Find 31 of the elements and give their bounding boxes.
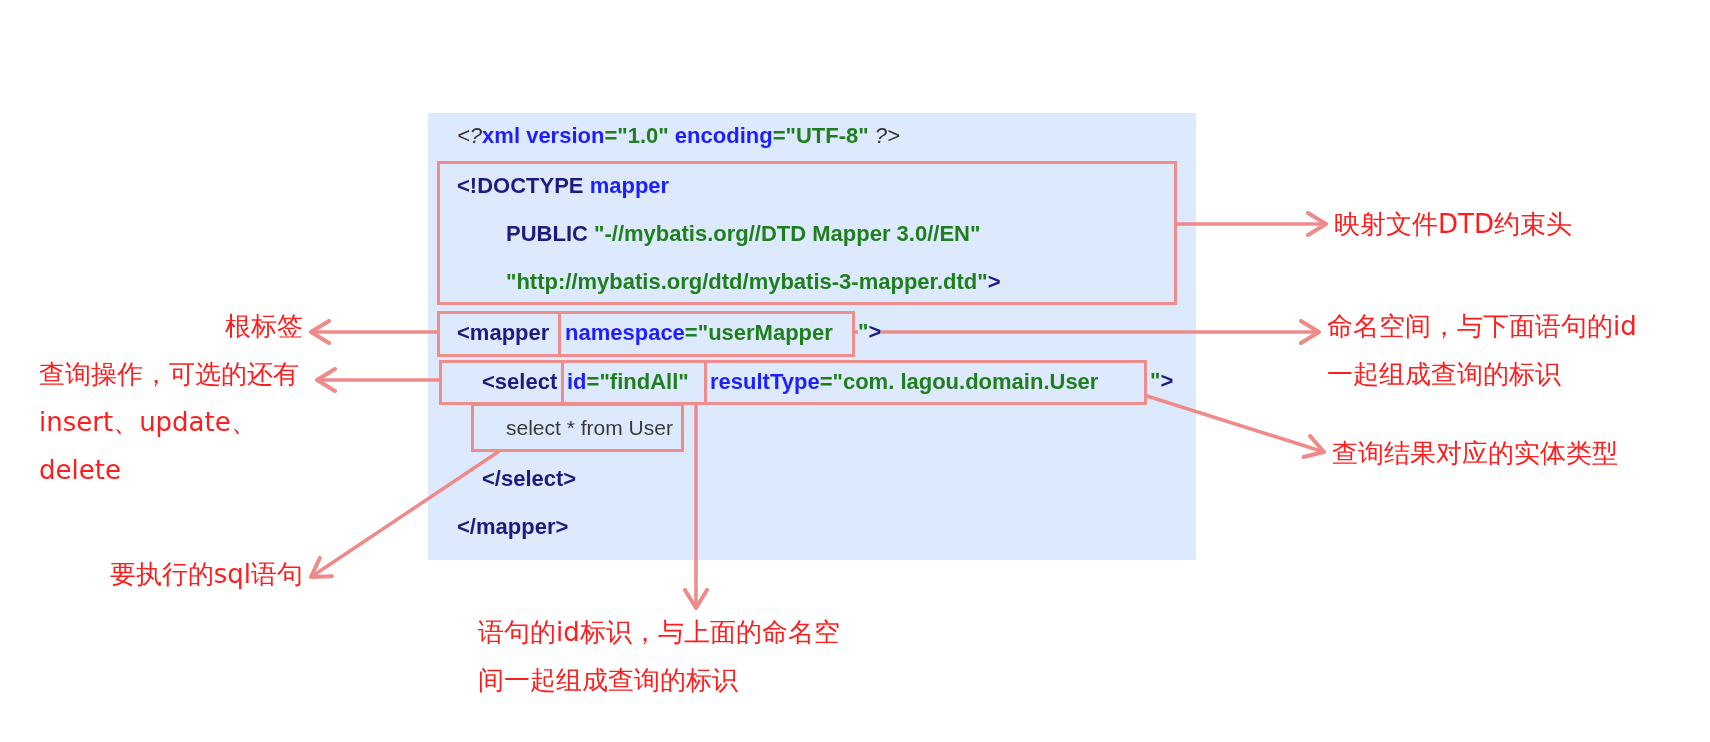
annotation-text: 要执行的sql语句 bbox=[101, 550, 311, 598]
highlight-frame bbox=[437, 161, 1177, 305]
code-text: select * from User bbox=[506, 415, 673, 441]
code-text: <select bbox=[482, 368, 558, 396]
code-panel bbox=[428, 113, 1196, 560]
annotation-text: 语句的id标识，与上面的命名空间一起组成查询的标识 bbox=[470, 608, 860, 704]
code-text: "http://mybatis.org/dtd/mybatis-3-mapper.dtd"> bbox=[506, 268, 1001, 296]
highlight-frame bbox=[437, 311, 561, 357]
code-text: namespace="userMapper bbox=[565, 319, 833, 347]
highlight-frame bbox=[561, 360, 707, 405]
highlight-frame bbox=[704, 360, 1147, 405]
annotation-text: 根标签 bbox=[217, 302, 311, 350]
arrow bbox=[1145, 394, 1326, 460]
code-text: <mapper bbox=[457, 319, 550, 347]
code-text: PUBLIC "-//mybatis.org//DTD Mapper 3.0//EN" bbox=[506, 220, 981, 248]
highlight-frame bbox=[471, 403, 684, 452]
annotation-text: 命名空间，与下面语句的id一起组成查询的标识 bbox=[1319, 302, 1657, 398]
arrow bbox=[309, 450, 500, 579]
arrow bbox=[1175, 211, 1328, 237]
code-text: <!DOCTYPE mapper bbox=[457, 172, 670, 200]
annotation-text: 查询结果对应的实体类型 bbox=[1324, 429, 1626, 477]
arrow bbox=[683, 403, 709, 610]
arrow bbox=[315, 367, 441, 393]
code-text: resultType="com. lagou.domain.User bbox=[710, 368, 1099, 396]
highlight-frame bbox=[558, 311, 855, 357]
arrow bbox=[853, 319, 1321, 345]
annotation-text: 映射文件DTD约束头 bbox=[1326, 200, 1580, 248]
annotation-text: 查询操作，可选的还有insert、update、delete bbox=[31, 350, 317, 494]
arrow bbox=[309, 319, 439, 345]
code-text: id="findAll" bbox=[567, 368, 689, 396]
highlight-frame bbox=[439, 360, 564, 405]
